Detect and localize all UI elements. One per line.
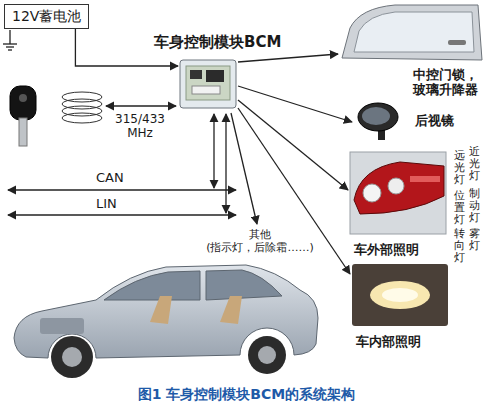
interior-lamp-glow <box>370 281 430 309</box>
door-panel <box>342 5 482 60</box>
wireless-link-arrow <box>106 105 176 106</box>
bcm-board <box>186 66 230 100</box>
interior-lighting: 车内部照明 <box>350 262 450 350</box>
node-label: 车内部照明 <box>356 334 421 350</box>
frequency-label: 315/433 MHz <box>108 112 172 141</box>
mirror-housing <box>358 103 398 131</box>
connector-arrow <box>238 100 348 190</box>
bus-tap-arrow <box>225 114 226 213</box>
mirror-glass <box>362 107 390 125</box>
bus-name: LIN <box>96 196 117 212</box>
ground-symbol <box>8 49 12 50</box>
module-heading: 车身控制模块BCM <box>154 33 281 51</box>
car-rim <box>258 346 276 364</box>
door-handle <box>448 40 466 45</box>
lamp-name: 位置灯 <box>454 190 465 226</box>
lamp-photo-ground <box>350 152 446 234</box>
lamp-name: 转向灯 <box>454 228 465 264</box>
radio-wave <box>62 113 102 123</box>
bcm-module: 车身控制模块BCM <box>178 56 238 112</box>
lin-bus-line <box>8 214 236 215</box>
battery-box: 12V蓄电池 <box>4 4 89 29</box>
door-window <box>354 12 474 52</box>
door-lock-window-lifter: 中控门锁， 玻璃升降器 <box>338 2 490 98</box>
figure-caption: 图1 车身控制模块BCM的系统架构 <box>0 386 493 404</box>
node-label: 12V蓄电池 <box>12 8 81 25</box>
car-wheel <box>248 336 286 374</box>
connector-arrow <box>238 54 338 62</box>
lamp-reflector <box>363 184 381 202</box>
tail-lamp <box>354 162 444 214</box>
car-rim <box>62 347 82 367</box>
lamp-name: 雾灯 <box>469 228 480 252</box>
rear-view-mirror: 后视镜 <box>352 100 462 144</box>
lamp-name: 制动灯 <box>469 188 480 224</box>
lamp-name: 近光灯 <box>469 146 480 182</box>
car-window <box>206 270 282 300</box>
key-blade <box>19 118 27 146</box>
car-seat <box>220 296 242 324</box>
node-label: 后视镜 <box>415 113 454 129</box>
ground-symbol <box>3 43 17 44</box>
bus-name: CAN <box>96 170 124 186</box>
car-engine <box>40 318 84 334</box>
interior-lamp <box>382 288 418 302</box>
connector-arrow <box>238 86 352 122</box>
other-functions-label: 其他 (指示灯，后除霜……) <box>200 228 320 254</box>
car-seat <box>150 296 172 324</box>
key-button <box>19 94 27 102</box>
key-fob <box>10 86 36 120</box>
ground-symbol <box>6 46 14 47</box>
bcm-housing <box>180 60 236 108</box>
node-label: 中控门锁， 玻璃升降器 <box>400 67 490 98</box>
interior-photo-ground <box>352 264 448 326</box>
car-wheel <box>51 336 93 378</box>
ground-wire <box>9 30 10 44</box>
exterior-lighting: 车外部照明 <box>348 150 448 258</box>
bcm-chip <box>190 70 202 79</box>
bcm-chip <box>206 70 224 82</box>
lamp-stripe <box>410 176 440 182</box>
bcm-connector <box>192 86 220 94</box>
lamp-reflector <box>388 178 404 194</box>
car-window <box>104 271 200 300</box>
can-bus-line <box>8 189 236 190</box>
node-label: 车外部照明 <box>354 242 419 258</box>
bus-tap-arrow <box>213 114 214 188</box>
lamp-name: 远光灯 <box>454 150 465 186</box>
